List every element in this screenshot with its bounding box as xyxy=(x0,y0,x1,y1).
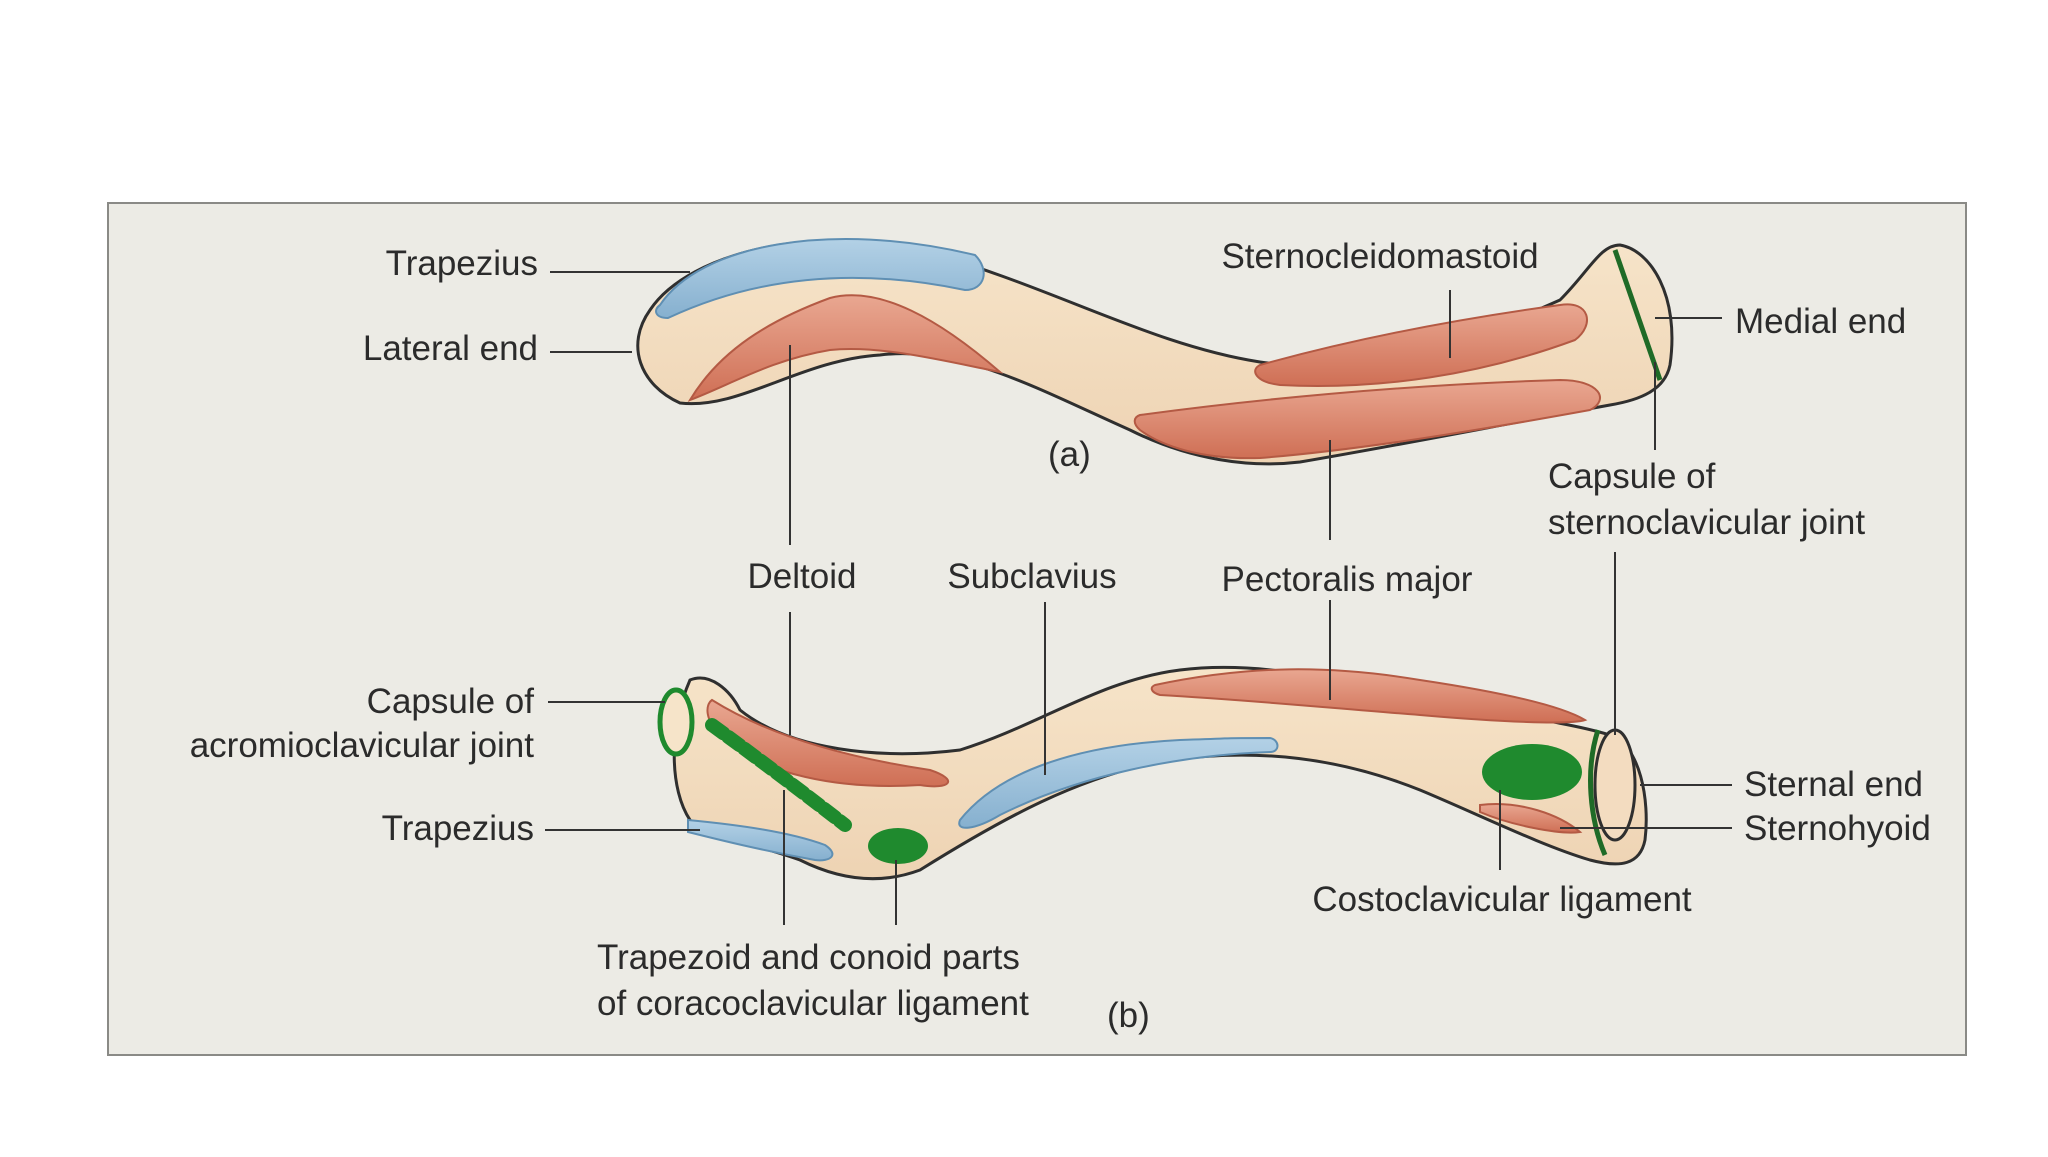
label-capsule-sc-2: sternoclavicular joint xyxy=(1548,503,1865,542)
pectoralis-major-attachment-b xyxy=(1150,668,1588,724)
sternohyoid-attachment xyxy=(1479,803,1583,834)
label-coracoclavicular-1: Trapezoid and conoid parts xyxy=(597,938,1020,977)
sternoclavicular-capsule-b xyxy=(1588,729,1608,856)
label-sternal-end: Sternal end xyxy=(1744,765,1923,804)
trapezoid-conoid-ligament xyxy=(705,718,852,832)
clavicle-b-bone xyxy=(672,665,1648,881)
clavicle-b xyxy=(657,665,1648,881)
label-deltoid: Deltoid xyxy=(748,557,857,596)
label-costoclavicular: Costoclavicular ligament xyxy=(1312,880,1692,919)
subclavius-attachment xyxy=(958,736,1279,829)
pectoralis-major-attachment-a xyxy=(1133,378,1601,460)
sternal-end-facet xyxy=(1593,728,1637,842)
label-subclavius: Subclavius xyxy=(947,557,1116,596)
label-pectoralis-major: Pectoralis major xyxy=(1222,560,1473,599)
label-capsule-ac-2: acromioclavicular joint xyxy=(190,726,535,765)
label-capsule-ac-1: Capsule of xyxy=(367,682,535,721)
label-medial-end: Medial end xyxy=(1735,302,1906,341)
conoid-tubercle xyxy=(868,828,928,864)
clavicle-a xyxy=(636,238,1674,466)
label-trapezius-top: Trapezius xyxy=(386,244,538,283)
leader-lines xyxy=(545,271,1732,925)
label-coracoclavicular-2: of coracoclavicular ligament xyxy=(597,984,1029,1023)
sternocleidomastoid-attachment xyxy=(1254,303,1588,387)
sternoclavicular-capsule-a xyxy=(1612,249,1663,381)
labels: Trapezius Lateral end Sternocleidomastoi… xyxy=(190,237,1931,1035)
trapezius-attachment-a xyxy=(655,238,985,320)
label-lateral-end: Lateral end xyxy=(363,329,538,368)
label-panel-a: (a) xyxy=(1048,435,1091,474)
trapezius-attachment-b xyxy=(687,818,834,862)
label-panel-b: (b) xyxy=(1107,996,1150,1035)
label-sternocleidomastoid: Sternocleidomastoid xyxy=(1221,237,1538,276)
label-trapezius-bottom: Trapezius xyxy=(382,809,534,848)
costoclavicular-impression xyxy=(1482,744,1582,800)
label-sternohyoid: Sternohyoid xyxy=(1744,809,1931,848)
label-capsule-sc-1: Capsule of xyxy=(1548,457,1716,496)
deltoid-attachment-a xyxy=(687,294,1004,402)
acromioclavicular-capsule xyxy=(657,687,695,757)
